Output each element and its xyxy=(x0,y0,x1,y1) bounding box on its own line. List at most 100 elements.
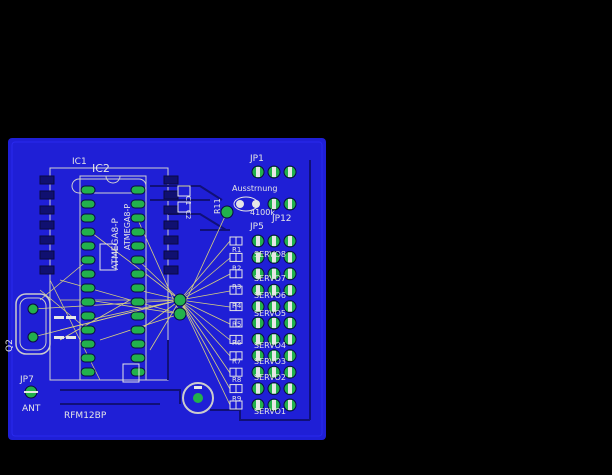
servo-pin-mark xyxy=(272,301,276,312)
airwire xyxy=(87,229,181,301)
airwire xyxy=(179,299,231,357)
ic2-right-pad xyxy=(130,255,146,265)
ic1-left-pad xyxy=(39,220,55,230)
label-servo-top: SERVO8 xyxy=(254,250,286,259)
ic2-left-pad xyxy=(80,213,96,223)
airwire xyxy=(137,259,181,301)
airwire xyxy=(87,299,181,321)
airwire xyxy=(179,299,231,406)
ic1-right-pads xyxy=(163,175,179,275)
servo-pin-mark xyxy=(288,318,292,328)
airwires xyxy=(32,211,231,406)
ic1-right-pad xyxy=(163,175,179,185)
ic2-right-pad xyxy=(130,339,146,349)
label-c2: C2 xyxy=(184,210,192,219)
servo-pin-mark xyxy=(272,318,276,328)
ic1-right-pad xyxy=(163,205,179,215)
ic2-right-pad xyxy=(130,283,146,293)
label-ic2: IC2 xyxy=(92,162,110,175)
servo-labels: SERVO7SERVO6SERVO5SERVO4SERVO3SERVO2SERV… xyxy=(254,274,286,416)
servo-label: SERVO3 xyxy=(254,357,286,366)
resistor-label: R9 xyxy=(232,395,241,403)
ic1-left-pad xyxy=(39,250,55,260)
trimmer-pad xyxy=(193,393,203,403)
board-inner-edge xyxy=(11,141,323,437)
resistor-label: R7 xyxy=(232,358,241,366)
ic2-left-pad xyxy=(80,367,96,377)
ic2-right-pad xyxy=(130,269,146,279)
ic1-left-pads xyxy=(39,175,55,275)
airwire xyxy=(179,299,231,341)
ic2-right-pad xyxy=(130,185,146,195)
ic2-left-pad xyxy=(80,199,96,209)
label-jp7: JP7 xyxy=(19,375,34,385)
ic2-right-pad xyxy=(130,325,146,335)
cap-pad-2 xyxy=(252,200,260,208)
ic2-right-pad xyxy=(130,311,146,321)
servo-pin-mark xyxy=(272,367,276,378)
servo-pin-mark xyxy=(256,318,260,328)
ic1-right-pad xyxy=(163,190,179,200)
label-jp5: JP5 xyxy=(249,222,264,232)
crystal-pad-2 xyxy=(27,331,39,343)
servo-pin-mark xyxy=(288,350,292,361)
servo-pin-mark xyxy=(288,383,292,394)
label-jp1: JP1 xyxy=(249,154,264,164)
crystal-outline-top xyxy=(71,178,147,194)
ic1-left-pad xyxy=(39,265,55,275)
jp12-pad-mark xyxy=(272,199,276,209)
label-spannung: Ausstrnung xyxy=(232,184,277,193)
ic2-left-pad xyxy=(80,339,96,349)
ic2-left-pad xyxy=(80,255,96,265)
ic2-right-pads xyxy=(130,185,146,377)
resistor-label: R4 xyxy=(232,302,242,310)
ic2-notch xyxy=(105,175,121,184)
crystal-q2-inner xyxy=(19,297,47,351)
resistor-label: R3 xyxy=(232,283,241,291)
airwire xyxy=(137,219,181,315)
c-small-2 xyxy=(177,201,191,213)
ic1-right-pad xyxy=(163,265,179,275)
ic2-right-pad xyxy=(130,367,146,377)
label-c1: C1 xyxy=(184,196,192,205)
airwire xyxy=(179,299,231,390)
servo-label: SERVO1 xyxy=(254,407,286,416)
ic2-left-pad xyxy=(80,185,96,195)
servo-pin-mark xyxy=(272,334,276,345)
servo-pin-mark xyxy=(288,285,292,296)
ic2-left-pad xyxy=(80,269,96,279)
ic1-left-pad xyxy=(39,190,55,200)
airwire xyxy=(179,299,231,325)
servo-pin-mark xyxy=(288,252,292,263)
ic2-right-pad xyxy=(130,241,146,251)
resistor-label: R1 xyxy=(232,246,241,254)
crystal-pad-1 xyxy=(27,303,39,315)
airwire xyxy=(49,279,101,381)
servo-label: SERVO5 xyxy=(254,309,286,318)
ic2-left-pad xyxy=(80,311,96,321)
label-ic2-part-sub: ATMEGA8-P xyxy=(123,204,132,250)
label-rfm: RFM12BP xyxy=(64,411,107,421)
jp7-mark xyxy=(24,391,38,393)
ic2-left-pad xyxy=(80,297,96,307)
trimmer-outline xyxy=(182,382,214,414)
jp12-pad-mark xyxy=(288,199,292,209)
servo-pin-mark xyxy=(256,350,260,361)
servo-pin-mark xyxy=(256,367,260,378)
label-jp12: JP12 xyxy=(271,214,292,224)
servo-pin-mark xyxy=(272,285,276,296)
airwire xyxy=(179,290,231,301)
servo-pin-mark xyxy=(272,236,276,246)
servo-pin-mark xyxy=(256,236,260,246)
ic2-right-pad xyxy=(130,353,146,363)
airwire xyxy=(59,279,181,315)
servo-label: SERVO2 xyxy=(254,373,286,382)
servo-pin-mark xyxy=(256,400,260,410)
jp1-header xyxy=(251,165,297,179)
ic2-left-pad xyxy=(80,353,96,363)
ic2-right-pad xyxy=(130,227,146,237)
airwire xyxy=(59,299,181,331)
ic2-right-pad xyxy=(130,199,146,209)
